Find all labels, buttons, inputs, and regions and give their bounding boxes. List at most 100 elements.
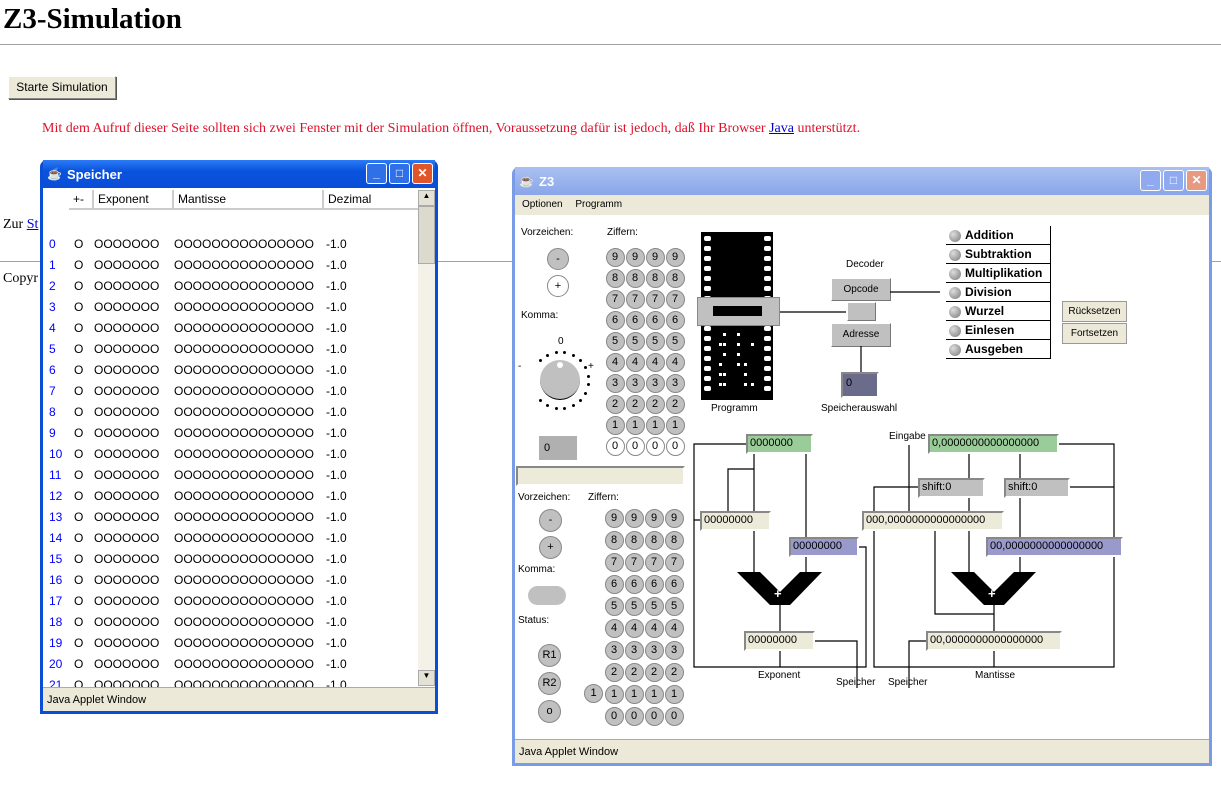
java-link[interactable]: Java [769,121,794,136]
maximize-button[interactable]: □ [1163,170,1184,191]
row-dezimal: -1.0 [326,573,347,587]
input-digit-7[interactable]: 7 [665,289,685,309]
input-digit-8[interactable]: 8 [665,268,685,288]
start-simulation-button[interactable]: Starte Simulation [8,76,116,99]
input-digit-6[interactable]: 6 [665,310,685,330]
input-digit-2[interactable]: 2 [625,394,645,414]
input-digit-7[interactable]: 7 [645,289,665,309]
input-digit-5[interactable]: 5 [665,331,685,351]
input-digit-0[interactable]: 0 [645,436,665,456]
input-digit-7[interactable]: 7 [625,289,645,309]
input-digit-6[interactable]: 6 [625,310,645,330]
input-digit-1[interactable]: 1 [645,415,665,435]
input-digit-5[interactable]: 5 [625,331,645,351]
dial-tick [583,391,587,395]
row-index: 4 [49,321,56,335]
input-digit-9[interactable]: 9 [625,247,645,267]
minimize-button[interactable]: _ [366,163,387,184]
input-digit-4[interactable]: 4 [625,352,645,372]
exponent-speicher-label: Speicher [836,677,876,688]
output-digit-2: 2 [664,662,684,682]
input-digit-5[interactable]: 5 [645,331,665,351]
col-mantisse[interactable]: Mantisse [174,190,324,210]
input-digit-4[interactable]: 4 [665,352,685,372]
row-mantisse: OOOOOOOOOOOOOOO [174,342,315,356]
zur-link[interactable]: St [26,217,39,232]
scrollbar[interactable]: ▲ ▼ [418,190,435,686]
input-digit-4[interactable]: 4 [605,352,625,372]
input-digit-8[interactable]: 8 [625,268,645,288]
reset-button[interactable]: Rücksetzen [1062,301,1127,322]
input-digit-6[interactable]: 6 [605,310,625,330]
input-digit-8[interactable]: 8 [605,268,625,288]
input-digit-2[interactable]: 2 [605,394,625,414]
col-dezimal[interactable]: Dezimal [324,190,419,210]
menu-optionen[interactable]: Optionen [522,199,563,210]
input-digit-3[interactable]: 3 [665,373,685,393]
input-digit-0[interactable]: 0 [665,436,685,456]
operation-division: Division [946,283,1051,302]
input-digit-6[interactable]: 6 [645,310,665,330]
input-plus-button[interactable]: + [547,275,569,297]
input-digit-1[interactable]: 1 [625,415,645,435]
input-digit-4[interactable]: 4 [645,352,665,372]
decoder-middle-box [847,302,876,321]
input-digit-8[interactable]: 8 [645,268,665,288]
input-digit-0[interactable]: 0 [625,436,645,456]
minimize-button[interactable]: _ [1140,170,1161,191]
close-button[interactable]: ✕ [1186,170,1207,191]
maximize-button[interactable]: □ [389,163,410,184]
input-digit-1[interactable]: 1 [665,415,685,435]
shift-register-2: shift:0 [1004,478,1070,498]
input-digit-2[interactable]: 2 [665,394,685,414]
input-digit-9[interactable]: 9 [605,247,625,267]
input-digit-9[interactable]: 9 [645,247,665,267]
scroll-thumb[interactable] [418,206,435,264]
row-dezimal: -1.0 [326,447,347,461]
input-digit-3[interactable]: 3 [645,373,665,393]
input-digit-1[interactable]: 1 [605,415,625,435]
comma-dial[interactable] [530,350,590,410]
scroll-down-arrow[interactable]: ▼ [418,670,435,686]
row-exponent: OOOOOOO [94,510,160,524]
scroll-up-arrow[interactable]: ▲ [418,190,435,206]
input-text-field[interactable] [516,466,685,486]
input-digit-0[interactable]: 0 [605,436,625,456]
tape-reader[interactable] [697,297,780,326]
input-digit-3[interactable]: 3 [605,373,625,393]
input-digit-9[interactable]: 9 [665,247,685,267]
continue-button[interactable]: Fortsetzen [1062,323,1127,344]
operation-label: Wurzel [965,304,1005,318]
z3-titlebar[interactable]: ☕Z3 [515,167,1209,195]
input-digit-7[interactable]: 7 [605,289,625,309]
close-button[interactable]: ✕ [412,163,433,184]
col-sign[interactable]: +- [69,190,94,210]
input-digit-5[interactable]: 5 [605,331,625,351]
col-exponent[interactable]: Exponent [94,190,174,210]
input-minus-button[interactable]: - [547,248,569,270]
input-digit-2[interactable]: 2 [645,394,665,414]
menu-programm[interactable]: Programm [575,199,623,210]
input-digit-3[interactable]: 3 [625,373,645,393]
